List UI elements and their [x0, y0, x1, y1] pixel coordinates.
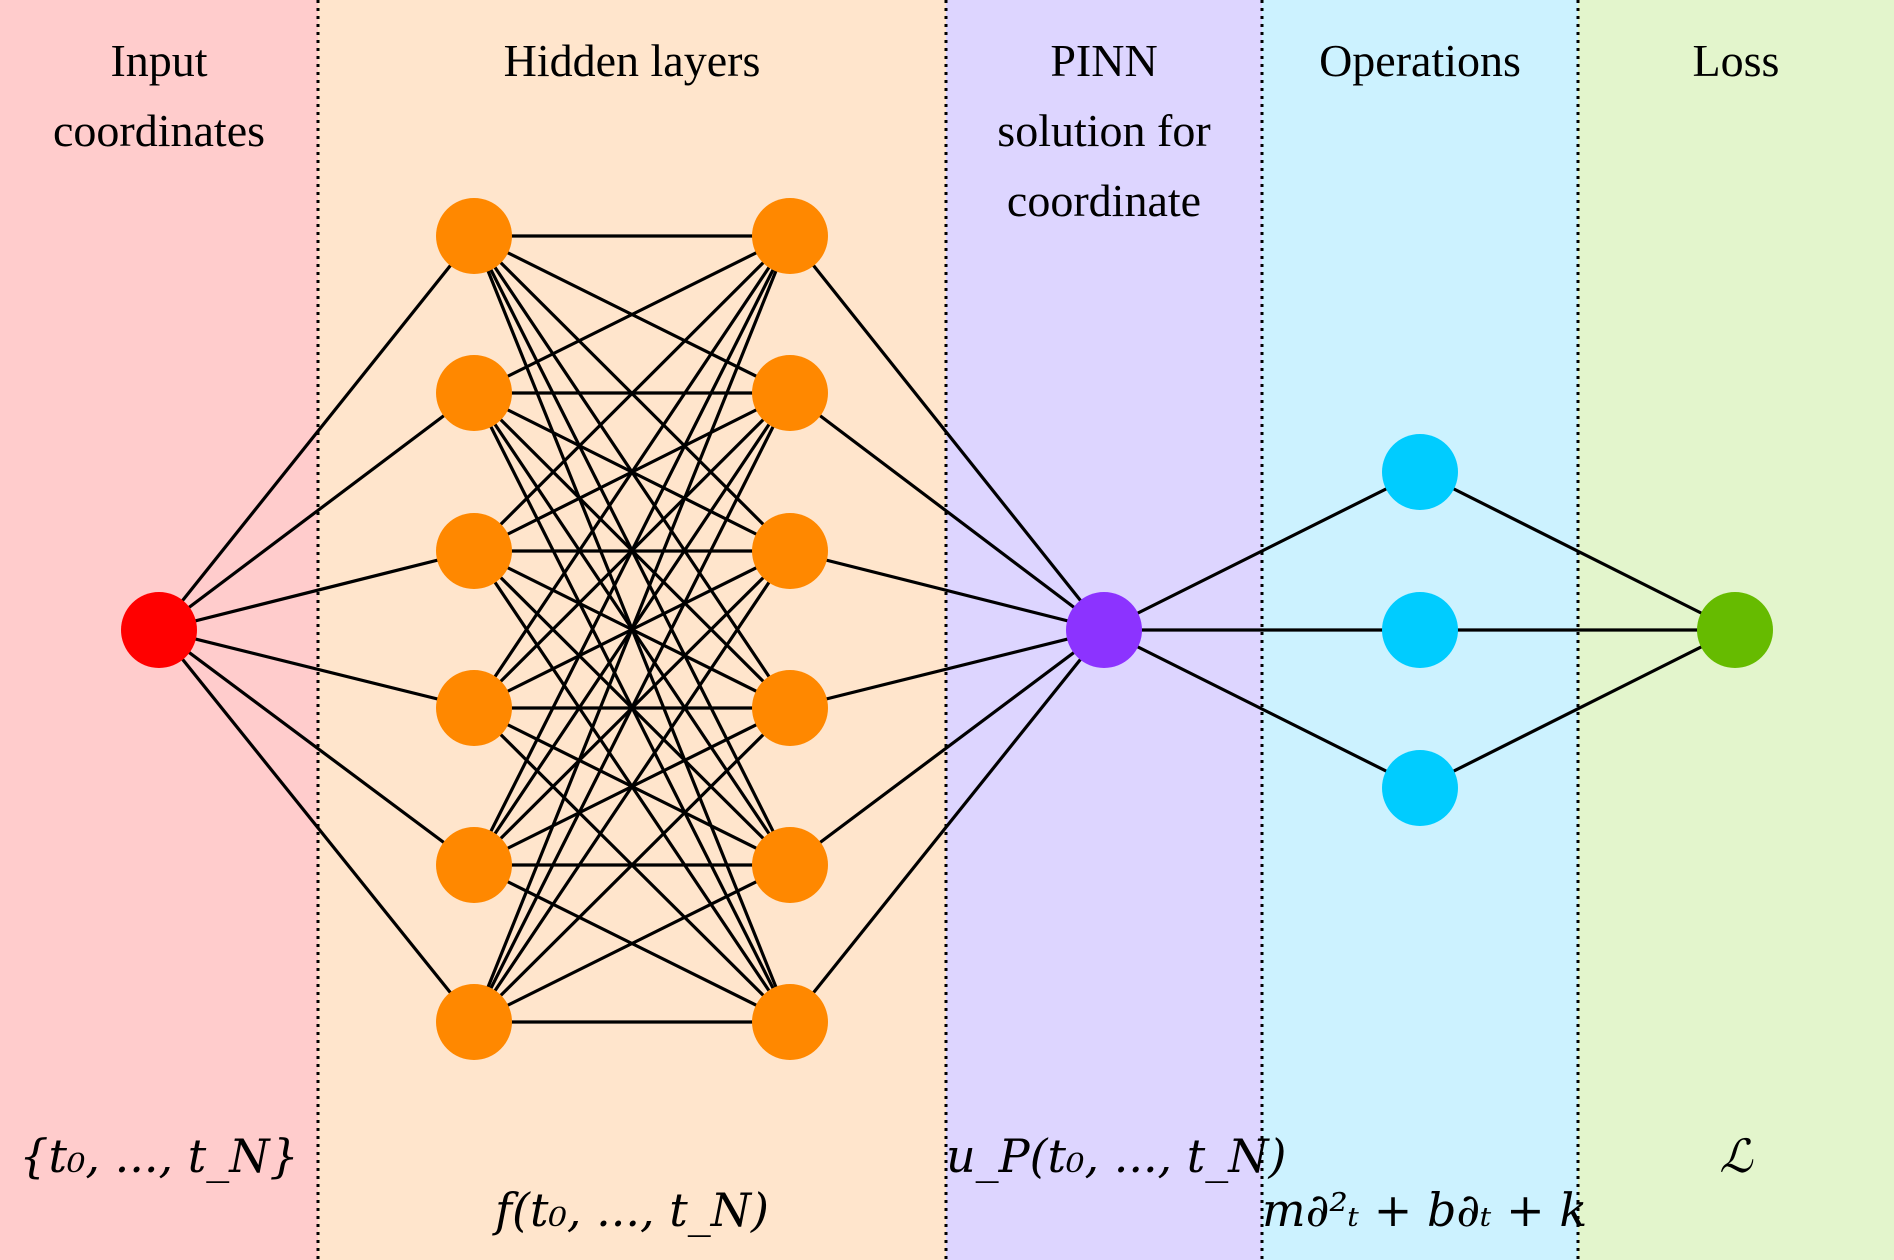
operations-layer-node [1382, 750, 1458, 826]
network-edge [157, 628, 476, 1024]
network-edge [158, 628, 475, 867]
network-edge [1419, 628, 1736, 790]
network-edge [788, 235, 1106, 631]
hidden-layer-1-node [436, 198, 512, 274]
hidden-layer-1-node [436, 984, 512, 1060]
hidden-layer-1-node [436, 827, 512, 903]
pinn-column-title: PINN solution for coordinate [997, 35, 1211, 226]
operations-label: m∂²ₜ + b∂ₜ + k [1262, 1183, 1588, 1237]
hidden-layer-2-node [752, 355, 828, 431]
pinn-output-layer-node [1066, 592, 1142, 668]
column-separators [316, 0, 1580, 1260]
hidden-function-label: f(t₀, ..., t_N) [495, 1183, 769, 1237]
network-edge [158, 391, 475, 632]
network-edge [472, 234, 792, 553]
network-edges [157, 234, 1736, 1024]
hidden-layer-2-node [752, 670, 828, 746]
operations-column-title: Operations [1319, 35, 1521, 86]
operations-layer-node [1382, 434, 1458, 510]
network-edge [1419, 470, 1736, 632]
input-column-title: Input coordinates [52, 35, 266, 156]
network-edge [473, 863, 791, 1024]
loss-label: ℒ [1719, 1129, 1753, 1183]
network-edge [472, 706, 792, 1024]
network-edge [1103, 470, 1421, 632]
network-edge [789, 628, 1105, 867]
network-edge [472, 235, 792, 1023]
network-edge [472, 235, 792, 709]
loss-layer-node [1697, 592, 1773, 668]
hidden-layer-2-node [752, 827, 828, 903]
hidden-layer-2-node [752, 513, 828, 589]
operations-layer-node [1382, 592, 1458, 668]
hidden-layer-1-node [436, 513, 512, 589]
hidden-column-title: Hidden layers [503, 35, 761, 86]
network-edge [158, 628, 475, 710]
hidden-layer-2-node [752, 984, 828, 1060]
input-layer-node [121, 592, 197, 668]
pinn-solution-label: u_P(t₀, ..., t_N) [946, 1129, 1287, 1183]
network-edge [472, 235, 792, 866]
network-edge [473, 234, 791, 395]
network-edge [1103, 628, 1421, 790]
input-coordinates-label: {t₀, ..., t_N} [19, 1129, 299, 1183]
network-edge [472, 392, 792, 1023]
hidden-layer-1-node [436, 355, 512, 431]
network-edge [789, 549, 1105, 632]
network-edge [788, 628, 1106, 1024]
network-edge [472, 550, 792, 1023]
network-edge [158, 549, 475, 632]
loss-column-title: Loss [1692, 35, 1780, 86]
network-nodes [121, 198, 1773, 1060]
hidden-layer-1-node [436, 670, 512, 746]
network-edge [789, 391, 1105, 632]
network-edge [157, 235, 476, 631]
hidden-layer-2-node [752, 198, 828, 274]
network-edge [789, 628, 1105, 710]
